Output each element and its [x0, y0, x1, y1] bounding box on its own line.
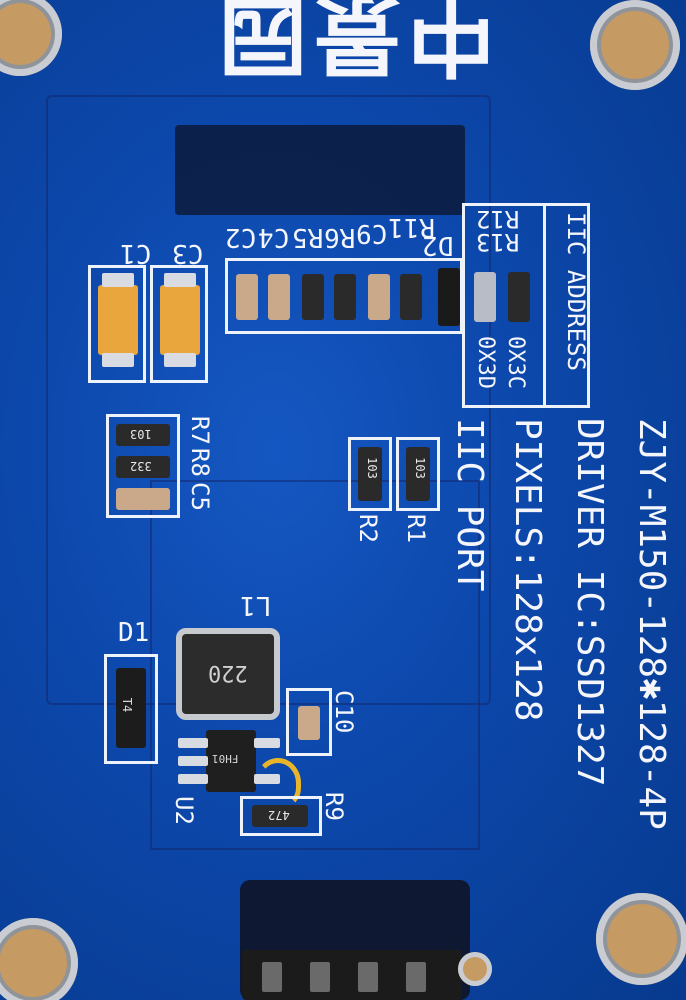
r9-outline: [240, 796, 322, 836]
cap-c1-outline: [88, 265, 146, 383]
cap-c3-outline: [150, 265, 208, 383]
pin-pad: [458, 952, 492, 986]
cap-c4: [268, 274, 290, 320]
port-text: IIC PORT: [449, 418, 490, 592]
res-r8: 332: [116, 456, 170, 478]
u2-pin: [178, 738, 208, 748]
mount-hole-top-left: [0, 0, 62, 76]
label-u2: U2: [170, 796, 198, 825]
label-r2: R2: [354, 514, 382, 543]
iic-address-title: IIC ADDRESS: [562, 212, 590, 371]
res-r13-pad: [474, 272, 496, 322]
header-pin: [262, 962, 282, 992]
label-r9: R9: [320, 792, 348, 821]
label-d2: D2: [422, 230, 454, 260]
cap-c1: [98, 273, 138, 367]
diode-d1: T4: [116, 668, 146, 748]
model-text: ZJY-M150-128✱128-4P: [631, 418, 672, 830]
mount-hole-bottom-right: [596, 893, 686, 985]
iic-address-divider: [543, 203, 546, 408]
diode-d2: [438, 268, 460, 326]
cap-c9: [368, 274, 390, 320]
header-pin: [406, 962, 426, 992]
u2-pin: [178, 756, 208, 766]
display-shadow: [175, 125, 465, 215]
addr-0x3d: 0X3D: [473, 336, 498, 389]
jumper-wire: [255, 758, 301, 808]
res-r6: [334, 274, 356, 320]
label-c2: C2: [225, 222, 257, 252]
label-r5: R5: [292, 222, 324, 252]
label-r1: R1: [402, 514, 430, 543]
mount-hole-top-right: [590, 0, 680, 90]
label-r8: R8: [186, 448, 214, 477]
header-pin: [358, 962, 378, 992]
res-r12: [508, 272, 530, 322]
ic-u2: FH01: [206, 730, 256, 792]
r2-outline: [348, 437, 392, 511]
res-r11: [400, 274, 422, 320]
res-r9: 472: [252, 805, 308, 827]
label-c10: C10: [330, 690, 358, 734]
trace-outline-inner: [150, 480, 480, 850]
label-c4: C4: [258, 222, 290, 252]
r7-r8-c5-outline: [106, 414, 180, 518]
label-r13: R13: [476, 228, 520, 256]
c10-outline: [286, 688, 332, 756]
u2-pin: [254, 738, 280, 748]
res-r7: 103: [116, 424, 170, 446]
label-c1: C1: [120, 238, 152, 268]
u2-pin: [178, 774, 208, 784]
label-l1: L1: [240, 590, 272, 620]
cap-c3: [160, 273, 200, 367]
cap-c5: [116, 488, 170, 510]
res-r5: [302, 274, 324, 320]
label-c5: C5: [186, 482, 214, 511]
r1-outline: [396, 437, 440, 511]
label-d1: D1: [118, 618, 150, 648]
d1-outline: [104, 654, 158, 764]
label-r6: R6: [324, 222, 356, 252]
driver-text: DRIVER IC:SSD1327: [569, 418, 610, 787]
addr-0x3c: 0X3C: [503, 336, 528, 389]
inductor-l1: 220: [176, 628, 280, 720]
res-r2: 103: [358, 447, 382, 501]
label-r7: R7: [186, 416, 214, 445]
iic-address-box: [462, 203, 590, 408]
label-c9: C9: [356, 218, 388, 248]
smd-row-outline: [225, 258, 463, 334]
res-r1: 103: [406, 447, 430, 501]
mount-hole-bottom-left: [0, 918, 78, 1000]
cap-c2: [236, 274, 258, 320]
logo-text: 中景园: [212, 0, 495, 86]
cap-c10: [298, 706, 320, 740]
label-c3: C3: [172, 238, 204, 268]
header-pin: [310, 962, 330, 992]
pixels-text: PIXELS:128x128: [507, 418, 548, 722]
